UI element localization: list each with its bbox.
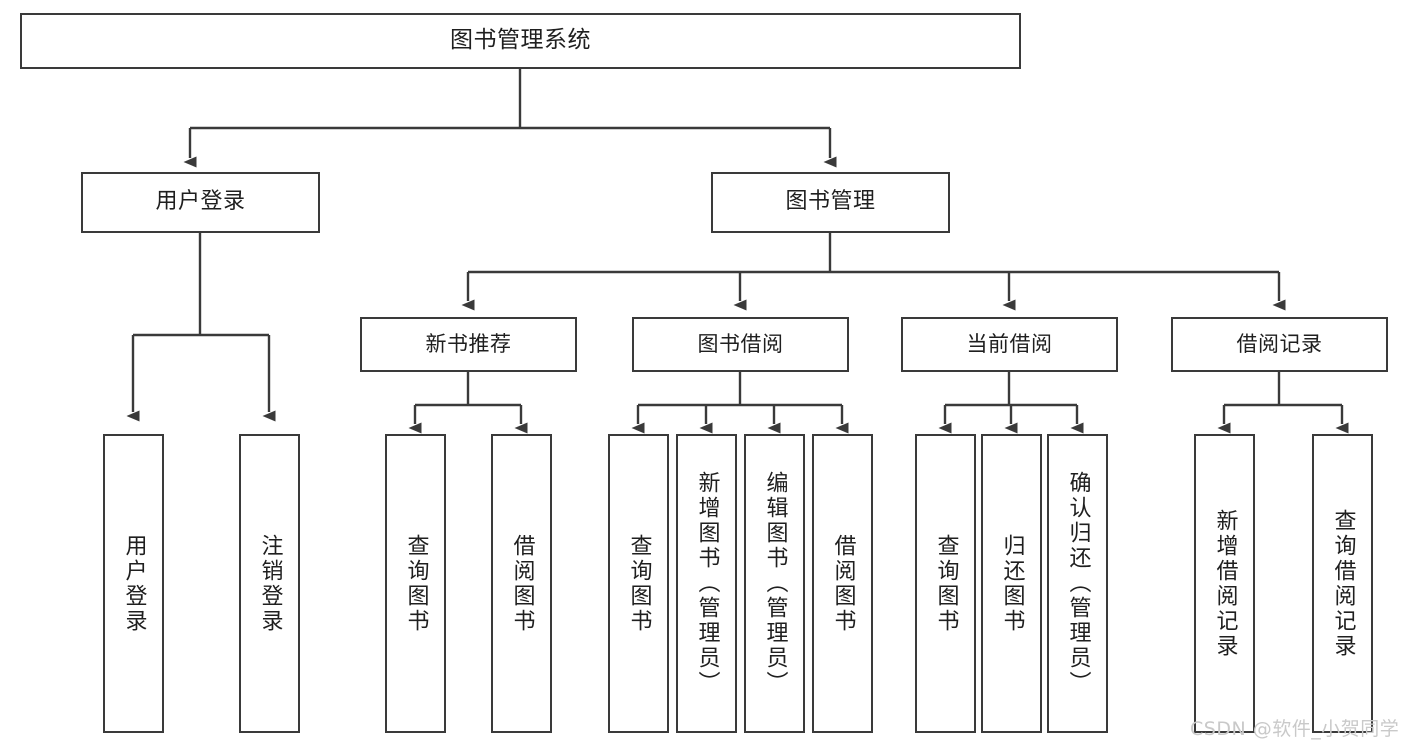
node-current-borrow[interactable]: 当前借阅 [901,317,1118,372]
node-label: 用户登录 [155,189,246,215]
node-user-login[interactable]: 用户登录 [81,172,320,233]
node-label: 查询图书 [403,533,429,634]
node-leaf-query-record[interactable]: 查询借阅记录 [1312,434,1373,733]
node-label: 图书借阅 [697,332,784,357]
node-new-book-recommend[interactable]: 新书推荐 [360,317,577,372]
node-book-borrow[interactable]: 图书借阅 [632,317,849,372]
node-label: 查询借阅记录 [1330,508,1356,659]
node-label: 当前借阅 [966,332,1053,357]
node-label: 借阅图书 [830,533,856,634]
node-label: 编辑图书（管理员） [762,471,788,696]
node-leaf-borrow-book-2[interactable]: 借阅图书 [812,434,873,733]
node-label: 新增图书（管理员） [694,471,720,696]
csdn-watermark: CSDN @软件_小贺同学 [1190,718,1400,740]
node-leaf-add-record[interactable]: 新增借阅记录 [1194,434,1255,733]
node-label: 确认归还（管理员） [1065,471,1091,696]
node-leaf-edit-book[interactable]: 编辑图书（管理员） [744,434,805,733]
node-leaf-user-login[interactable]: 用户登录 [103,434,164,733]
node-leaf-borrow-book-1[interactable]: 借阅图书 [491,434,552,733]
node-leaf-query-book-3[interactable]: 查询图书 [915,434,976,733]
node-leaf-add-book[interactable]: 新增图书（管理员） [676,434,737,733]
node-label: 新增借阅记录 [1212,508,1238,659]
node-leaf-query-book-2[interactable]: 查询图书 [608,434,669,733]
node-label: 图书管理系统 [450,27,591,54]
node-label: 查询图书 [626,533,652,634]
node-book-management-system[interactable]: 图书管理系统 [20,13,1021,69]
node-borrow-record[interactable]: 借阅记录 [1171,317,1388,372]
node-label: 归还图书 [999,533,1025,634]
node-label: 借阅图书 [509,533,535,634]
node-label: 用户登录 [121,533,147,634]
node-label: 图书管理 [785,189,876,215]
node-label: 借阅记录 [1236,332,1323,357]
node-leaf-confirm-return[interactable]: 确认归还（管理员） [1047,434,1108,733]
node-leaf-query-book-1[interactable]: 查询图书 [385,434,446,733]
node-leaf-logout[interactable]: 注销登录 [239,434,300,733]
node-leaf-return-book[interactable]: 归还图书 [981,434,1042,733]
node-label: 新书推荐 [425,332,512,357]
node-label: 查询图书 [933,533,959,634]
node-label: 注销登录 [257,533,283,634]
node-book-manage[interactable]: 图书管理 [711,172,950,233]
